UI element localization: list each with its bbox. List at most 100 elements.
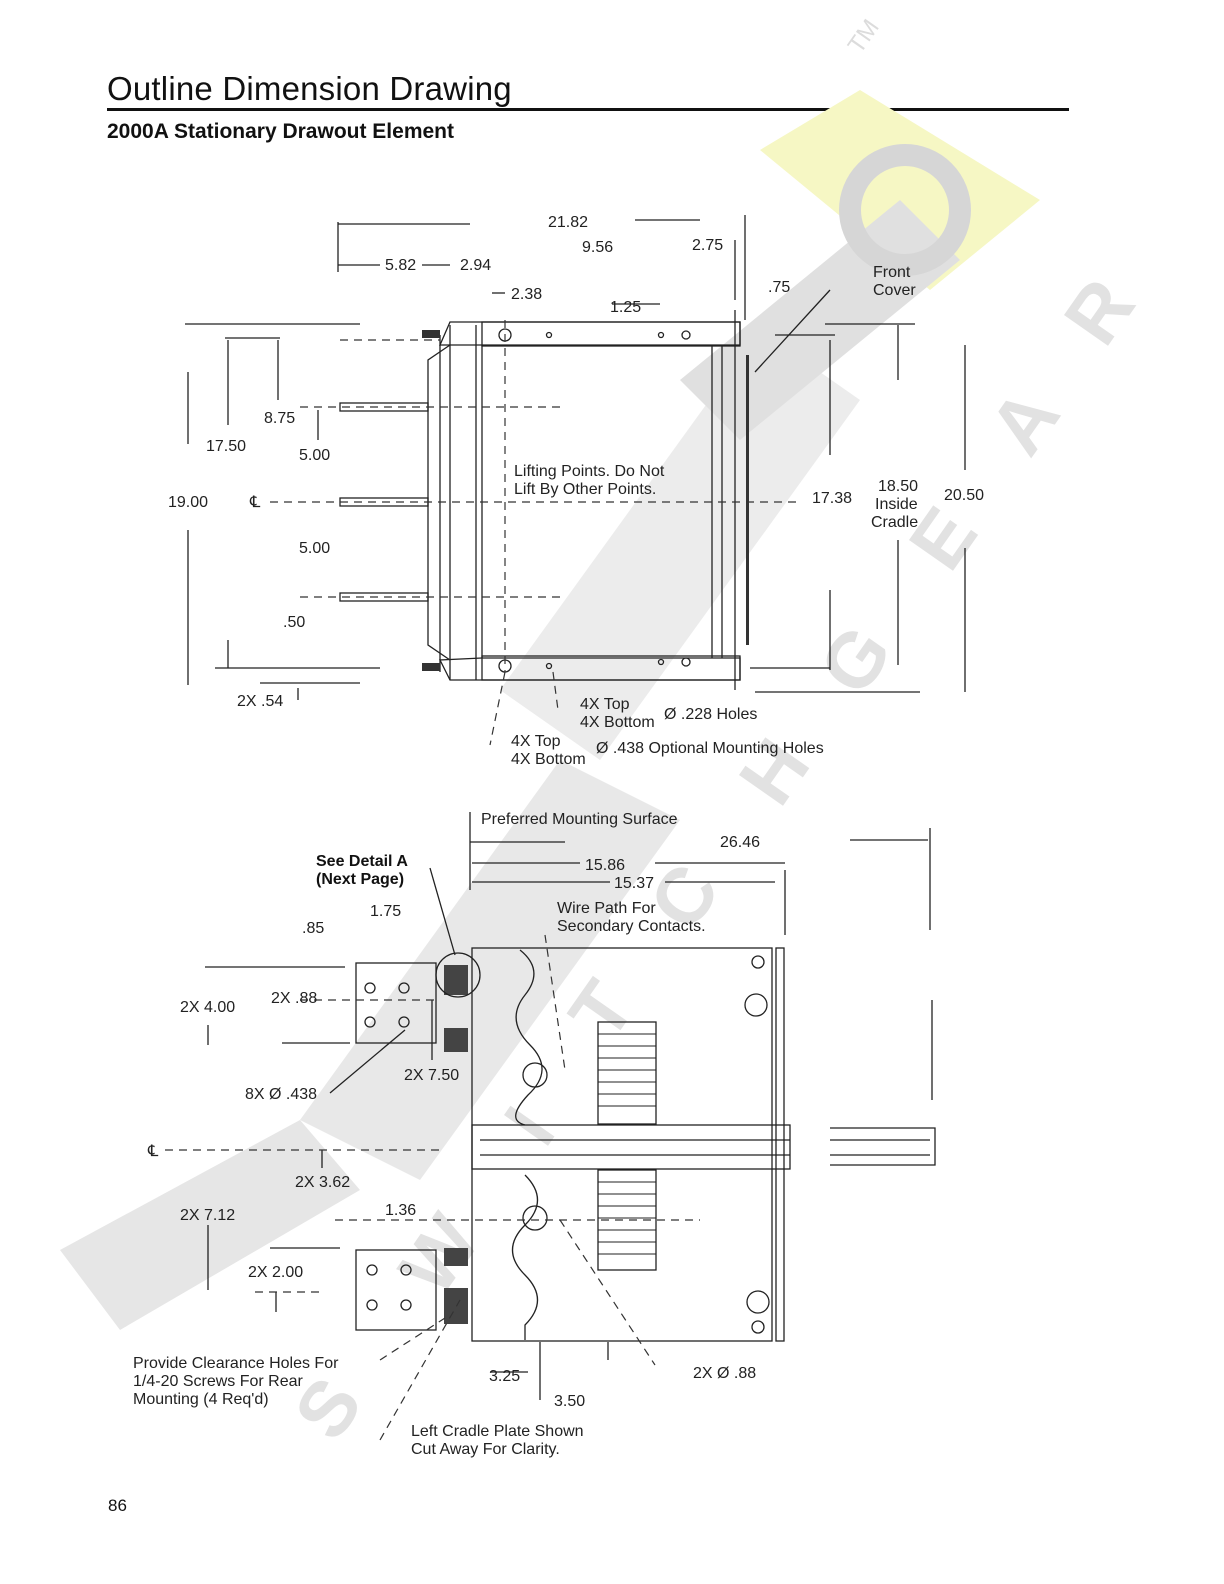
front-cover-label-1: Front: [873, 264, 911, 281]
lifting-points-note-1: Lifting Points. Do Not: [514, 463, 665, 480]
pivot-hole-bottom: [522, 1205, 548, 1231]
clearance-note-2: 1/4-20 Screws For Rear: [133, 1373, 304, 1390]
dim-2x-4-00: 2X 4.00: [180, 999, 235, 1016]
dim-1-25: 1.25: [610, 299, 641, 316]
rail-assembly: [471, 1124, 791, 1170]
cradle-label: Cradle: [871, 514, 918, 531]
dim-8x-0-438: 8X Ø .438: [245, 1086, 317, 1103]
dim-2x-dia-0-88: 2X Ø .88: [693, 1365, 756, 1382]
see-detail-a-1: See Detail A: [316, 853, 408, 870]
bolt-top: [422, 330, 440, 338]
watermark-shape-1: [60, 1120, 360, 1330]
small-hole: [657, 658, 665, 666]
watermark-letter: H: [722, 723, 826, 820]
dim-15-37: 15.37: [614, 875, 654, 892]
dim-20-50: 20.50: [944, 487, 984, 504]
holes-4x-bottom: 4X Bottom: [580, 714, 655, 731]
dim-2-38: 2.38: [511, 286, 542, 303]
watermark-letter: A: [972, 373, 1076, 470]
dim-5-00-upper: 5.00: [299, 447, 330, 464]
top-rail-inner: [481, 321, 741, 347]
detail-a-circle: [435, 952, 481, 998]
top-view-labels: 21.82 9.56 2.75 5.82 2.94 2.38 .75 1.25 …: [168, 214, 984, 768]
watermark-trademark: TM: [843, 15, 885, 59]
rail-extension: [830, 1127, 936, 1166]
dim-21-82: 21.82: [548, 214, 588, 231]
side-view-drawing: [165, 812, 936, 1441]
holes-4x-top: 4X Top: [580, 696, 630, 713]
small-hole: [681, 330, 691, 340]
dim-2x-3-62: 2X 3.62: [295, 1174, 350, 1191]
dim-19-00: 19.00: [168, 494, 208, 511]
small-hole: [657, 331, 665, 339]
small-hole: [545, 662, 553, 670]
dim-8-75: 8.75: [264, 410, 295, 427]
dim-2-75: 2.75: [692, 237, 723, 254]
dim-0-50: .50: [283, 614, 305, 631]
bolt-cluster: [444, 965, 468, 995]
front-cover-label-2: Cover: [873, 282, 916, 299]
front-hole-bottom: [746, 1290, 770, 1314]
bottom-rail-inner: [481, 655, 741, 681]
wire-path-note-2: Secondary Contacts.: [557, 918, 706, 935]
top-view-drawing: [185, 215, 966, 746]
mount-4x-top: 4X Top: [511, 733, 561, 750]
dim-2x-0-54: 2X .54: [237, 693, 283, 710]
bolt-bottom: [422, 663, 440, 671]
dim-0-75: .75: [768, 279, 790, 296]
watermark-letter: T: [552, 965, 651, 1055]
inside-label: Inside: [875, 496, 918, 513]
watermark-letter: R: [1047, 263, 1151, 360]
dim-1-36: 1.36: [385, 1202, 416, 1219]
watermark-shape-3: [500, 330, 860, 760]
dim-3-50: 3.50: [554, 1393, 585, 1410]
side-view-labels: Preferred Mounting Surface 26.46 See Det…: [133, 811, 760, 1458]
page-number: 86: [108, 1496, 127, 1515]
clearance-note-1: Provide Clearance Holes For: [133, 1355, 339, 1372]
dim-9-56: 9.56: [582, 239, 613, 256]
dim-1-75: 1.75: [370, 903, 401, 920]
dim-2x-7-50: 2X 7.50: [404, 1067, 459, 1084]
secondary-contact-block-top: [597, 1021, 657, 1125]
dim-2-94: 2.94: [460, 257, 491, 274]
page-subtitle: 2000A Stationary Drawout Element: [107, 120, 454, 143]
lifting-points-note-2: Lift By Other Points.: [514, 481, 656, 498]
preferred-mounting-surface: Preferred Mounting Surface: [481, 811, 678, 828]
clearance-note-3: Mounting (4 Req'd): [133, 1391, 269, 1408]
watermark-gear-icon: [839, 144, 971, 276]
secondary-contact-block-bottom: [597, 1169, 657, 1271]
dim-2x-0-88: 2X .88: [271, 990, 317, 1007]
cutaway-edge: [511, 949, 543, 1340]
top-rail: [439, 321, 741, 346]
mount-4x-bottom: 4X Bottom: [511, 751, 586, 768]
dim-5-82: 5.82: [385, 257, 416, 274]
dim-18-50: 18.50: [878, 478, 918, 495]
front-hole-top: [744, 993, 768, 1017]
small-hole: [545, 331, 553, 339]
watermark-yellow-band: [760, 90, 1040, 290]
dim-15-86: 15.86: [585, 857, 625, 874]
small-hole: [681, 657, 691, 667]
pivot-hole-top: [522, 1062, 548, 1088]
dim-26-46: 26.46: [720, 834, 760, 851]
dim-0-85: .85: [302, 920, 324, 937]
title-rule: [107, 108, 1069, 111]
wire-path-note-1: Wire Path For: [557, 900, 656, 917]
front-cover: [746, 355, 749, 645]
stab-plate-bottom: [355, 1249, 437, 1331]
element-front: [775, 947, 785, 1342]
centerline-symbol-side: ℄: [147, 1143, 159, 1160]
dim-17-50: 17.50: [206, 438, 246, 455]
cutaway-note-2: Cut Away For Clarity.: [411, 1441, 560, 1458]
holes-228-note: Ø .228 Holes: [664, 706, 757, 723]
see-detail-a-2: (Next Page): [316, 871, 404, 888]
watermark-shape-2: [300, 760, 680, 1180]
page-title: Outline Dimension Drawing: [107, 70, 512, 107]
dim-2x-2-00: 2X 2.00: [248, 1264, 303, 1281]
dim-5-00-lower: 5.00: [299, 540, 330, 557]
dim-17-38: 17.38: [812, 490, 852, 507]
dim-3-25: 3.25: [489, 1368, 520, 1385]
mount-438-note: Ø .438 Optional Mounting Holes: [596, 740, 824, 757]
stab-plate-top: [355, 962, 437, 1044]
